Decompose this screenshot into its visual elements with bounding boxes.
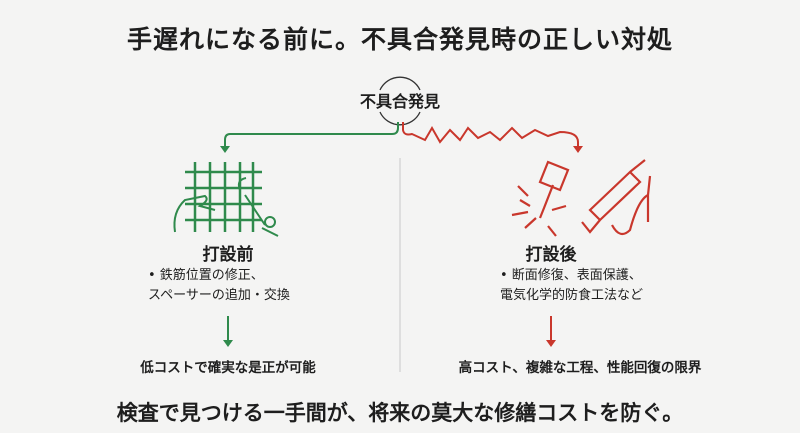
rebar-repair-icon (173, 162, 279, 237)
before-pour-heading: 打設前 (202, 245, 254, 265)
left-down-arrowhead (223, 340, 233, 347)
jackhammer-icon (511, 160, 570, 237)
before-pour-result: 低コストで確実な是正が可能 (140, 360, 316, 376)
bullet-line: スペーサーの追加・交換 (148, 288, 290, 303)
bullet-line: 電気化学的防食工法など (500, 288, 644, 303)
defect-found-node: 不具合発見 (359, 92, 440, 111)
green-arrowhead (220, 146, 230, 153)
red-arrowhead (573, 146, 583, 153)
bullet-line: • 断面修復、表面保護、 (500, 268, 642, 283)
red-zigzag-arrow (402, 122, 579, 146)
after-pour-result: 高コスト、複雑な工程、性能回復の限界 (458, 360, 702, 376)
page-title: 手遅れになる前に。不具合発見時の正しい対処 (126, 25, 673, 54)
bullet-line: • 鉄筋位置の修正、 (148, 268, 264, 283)
after-pour-bullets: • 断面修復、表面保護、 電気化学的防食工法など (500, 266, 643, 306)
green-path-arrow (224, 122, 399, 146)
before-pour-bullets: • 鉄筋位置の修正、 スペーサーの追加・交換 (148, 266, 290, 306)
sealant-gun-icon (581, 159, 652, 236)
right-down-arrowhead (546, 340, 556, 347)
after-pour-heading: 打設後 (525, 245, 577, 265)
footer-message: 検査で見つける一手間が、将来の莫大な修繕コストを防ぐ。 (116, 401, 684, 425)
node-circle-arc (379, 76, 421, 126)
